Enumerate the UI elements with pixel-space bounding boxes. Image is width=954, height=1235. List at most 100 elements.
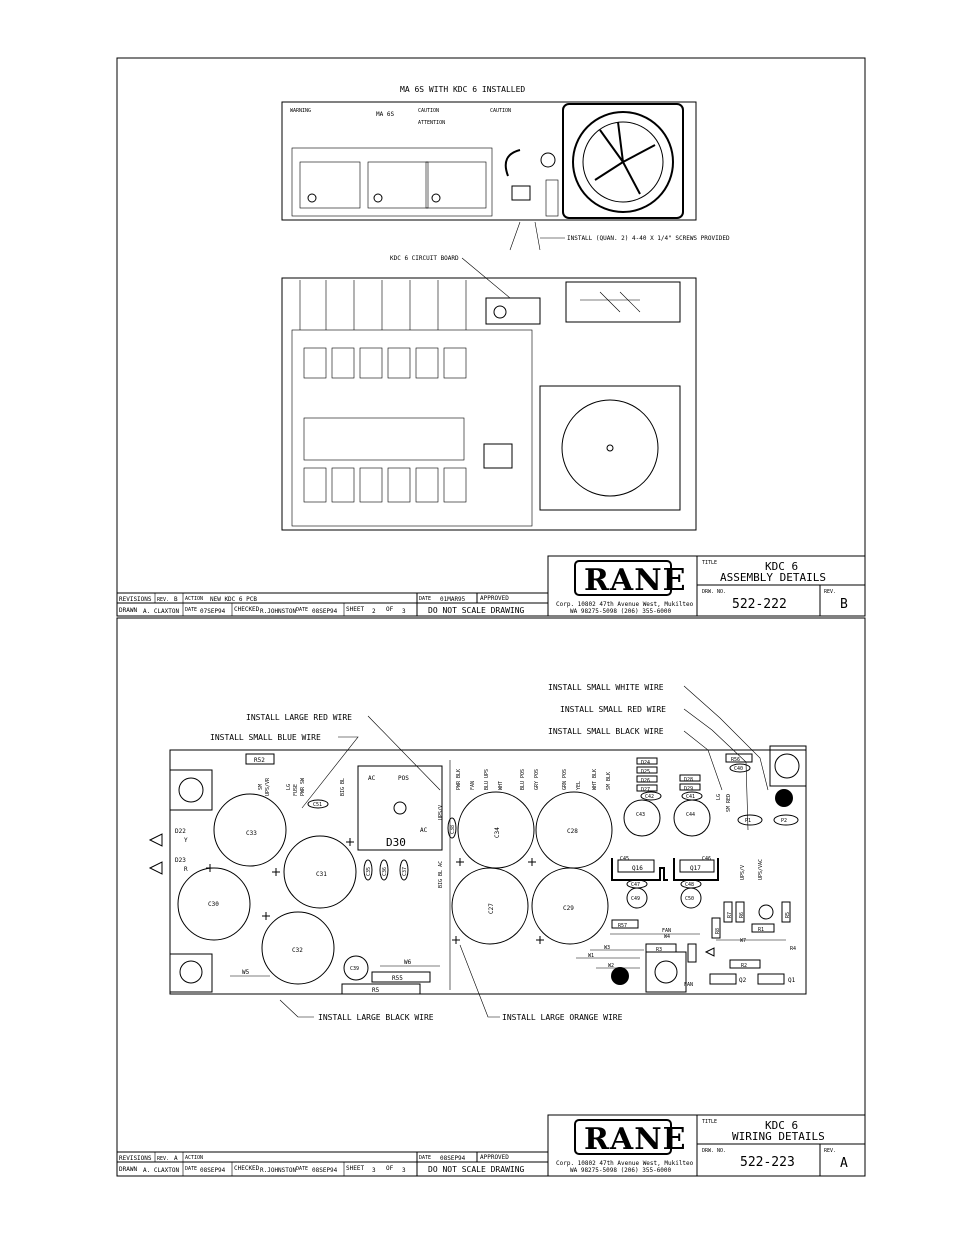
sheet1-checked-label: CHECKED: [234, 606, 260, 613]
label-d26: D26: [641, 778, 650, 784]
label-p2: P2: [781, 818, 787, 824]
label-pwr-blk: PWR BLK: [456, 769, 462, 790]
sheet1-title-label: TITLE: [702, 560, 717, 566]
label-fan: FAN: [662, 928, 671, 934]
sheet1-address2: WA 98275-5098 (206) 355-6000: [570, 608, 672, 615]
label-c32: C32: [292, 947, 303, 954]
label-w5: W5: [242, 969, 250, 976]
label-y: Y: [184, 837, 188, 844]
sheet2-rev-label: REV.: [824, 1148, 836, 1154]
label-c45: C45: [620, 856, 629, 862]
label-lg2: LG: [716, 794, 722, 800]
heatsink-q17: [673, 858, 719, 881]
rear-panel: WARNING MA 6S CAUTION ATTENTION CAUTION: [281, 101, 697, 221]
label-d25: D25: [641, 769, 650, 775]
sheet1-drwno: 522-222: [732, 597, 787, 612]
label-c30: C30: [208, 901, 219, 908]
sheet2-sheettotal: 3: [402, 1167, 406, 1174]
label-ac2: AC: [420, 827, 428, 834]
label-c39: C39: [350, 966, 359, 972]
label-c35: C35: [366, 867, 372, 876]
label-c40: C40: [734, 766, 743, 772]
label-sm-blk: SM BLK: [606, 772, 612, 790]
sheet2-drawndate-label: DATE: [185, 1166, 197, 1172]
panel-model: MA 6S: [376, 111, 394, 118]
sheet2-rev: A: [840, 1156, 848, 1171]
sheet1-action-label: ACTION: [185, 596, 203, 602]
label-q16: Q16: [632, 865, 643, 872]
sheet1-revisions-label: REVISIONS: [119, 596, 152, 603]
label-c47: C47: [631, 882, 640, 888]
label-c43: C43: [636, 812, 645, 818]
sheet2-sheetno: 3: [372, 1167, 376, 1174]
sheet1-drwno-label: DRW. NO.: [702, 589, 726, 595]
cap-c27: [451, 867, 529, 945]
callout-small-red: INSTALL SMALL RED WIRE: [560, 705, 666, 714]
label-r7: R7: [727, 912, 733, 918]
callout-small-black: INSTALL SMALL BLACK WIRE: [548, 727, 664, 736]
sheet2-checkeddate: 08SEP94: [312, 1167, 338, 1174]
label-big-bl: BIG BL: [340, 778, 346, 796]
label-r57: R57: [618, 923, 627, 929]
sheet2-title-label: TITLE: [702, 1119, 717, 1125]
label-r4: R4: [790, 946, 796, 952]
sheet2-checked-label: CHECKED: [234, 1165, 260, 1172]
label-ups-v: UPS/V: [438, 805, 444, 820]
sheet1-title-line1: KDC 6: [765, 560, 798, 573]
label-q1: Q1: [788, 977, 796, 984]
sheet2-drwno: 522-223: [740, 1155, 795, 1170]
sheet1-date-label: DATE: [419, 596, 431, 602]
label-ups-vac: UPS/VAC: [758, 859, 764, 880]
label-w1: W1: [588, 953, 594, 959]
sheet1-border: [116, 57, 866, 617]
sheet2-drawndate: 08SEP94: [200, 1167, 226, 1174]
label-wht-blk: WHT BLK: [592, 769, 598, 790]
label-r52: R52: [254, 757, 265, 764]
label-c46: C46: [702, 856, 711, 862]
label-d27: D27: [641, 787, 650, 793]
label-wht: WHT: [498, 781, 504, 790]
label-c42: C42: [645, 794, 654, 800]
sheet2-drawn: A. CLAXTON: [143, 1167, 180, 1174]
label-d28: D28: [684, 777, 693, 783]
sheet1-drawn: A. CLAXTON: [143, 608, 180, 615]
label-grn-pos: GRN POS: [562, 769, 568, 790]
sheet2-date: 08SEP94: [440, 1155, 466, 1162]
cap-c32: [261, 911, 335, 985]
sheet1-rev-label: REV.: [824, 589, 836, 595]
sheet2-drawn-label: DRAWN: [119, 1166, 137, 1173]
label-fuse: FUSE: [293, 784, 299, 796]
sheet1-sheet-label: SHEET: [346, 606, 364, 613]
sheet2-noscale: DO NOT SCALE DRAWING: [428, 1165, 525, 1174]
panel-caution: CAUTION: [418, 108, 439, 114]
sheet2-title-line2: WIRING DETAILS: [732, 1130, 825, 1143]
label-w3: W3: [604, 945, 610, 951]
sheet2-action-label: ACTION: [185, 1155, 203, 1161]
label-yel: YEL: [576, 781, 582, 790]
label-c50: C50: [685, 896, 694, 902]
label-r5b: R5: [785, 912, 791, 918]
cap-c29: [531, 867, 609, 945]
sheet2-revcell-label: REV.: [157, 1156, 169, 1162]
label-q2: Q2: [739, 977, 747, 984]
cap-c31: [283, 835, 357, 909]
callout-large-black: INSTALL LARGE BLACK WIRE: [318, 1013, 434, 1022]
sheet2-revisions-label: REVISIONS: [119, 1155, 152, 1162]
label-d29: D29: [684, 786, 693, 792]
label-c33: C33: [246, 830, 257, 837]
kdc-connector: [511, 185, 531, 201]
callout-large-orange: INSTALL LARGE ORANGE WIRE: [502, 1013, 623, 1022]
sheet1-of-label: OF: [386, 606, 394, 613]
label-c48: C48: [685, 882, 694, 888]
sheet2-approved-label: APPROVED: [480, 1154, 509, 1161]
label-c51: C51: [313, 802, 322, 808]
sheet1-action: NEW KDC 6 PCB: [210, 596, 257, 603]
label-w4: W4: [664, 934, 670, 940]
label-r55: R55: [392, 975, 403, 982]
label-r8: R8: [715, 928, 721, 934]
label-d24: D24: [641, 760, 650, 766]
panel-caution2: CAUTION: [490, 108, 511, 114]
panel-warning: WARNING: [290, 108, 311, 114]
label-c41: C41: [686, 794, 695, 800]
label-c44: C44: [686, 812, 695, 818]
